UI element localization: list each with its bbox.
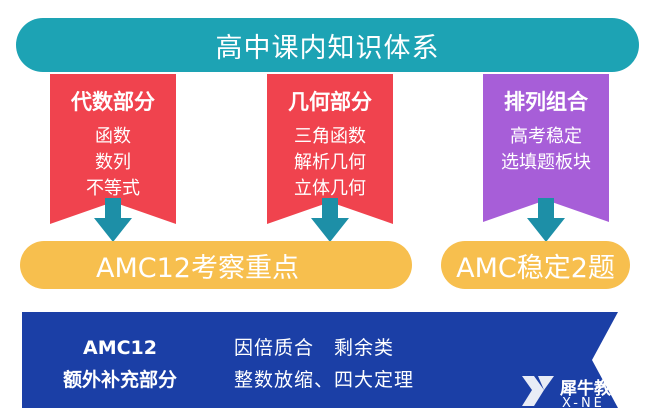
bottom-banner-shape — [22, 312, 618, 408]
ribbon-algebra-item-2: 数列 — [95, 152, 131, 173]
ribbon-algebra-title: 代数部分 — [71, 90, 155, 114]
ribbon-combinatorics-title: 排列组合 — [504, 90, 588, 114]
ribbon-geometry: 几何部分 三角函数 解析几何 立体几何 — [267, 74, 393, 224]
bottom-left-line-1: AMC12 — [83, 337, 157, 359]
ribbon-algebra-item-1: 函数 — [95, 126, 131, 147]
ribbon-geometry-item-2: 解析几何 — [294, 152, 366, 173]
bottom-left-block: AMC12 额外补充部分 — [50, 332, 190, 396]
amc-stable-label: AMC稳定2题 — [456, 252, 615, 284]
bottom-right-line-2: 整数放缩、四大定理 — [234, 369, 415, 391]
amc-stable-bar: AMC稳定2题 — [441, 241, 630, 289]
rhino-logo-icon — [522, 376, 554, 406]
logo-brand: 犀牛教 — [560, 379, 611, 399]
amc12-focus-bar: AMC12考察重点 — [20, 241, 412, 289]
title-text: 高中课内知识体系 — [215, 32, 440, 64]
bottom-right-block: 因倍质合 剩余类 整数放缩、四大定理 — [234, 332, 414, 396]
down-arrow-icon — [527, 198, 565, 242]
amc12-focus-label: AMC12考察重点 — [96, 252, 299, 284]
bottom-banner: AMC12 额外补充部分 因倍质合 剩余类 整数放缩、四大定理 — [22, 312, 622, 408]
logo-sub: X-NE — [562, 396, 605, 411]
ribbon-algebra: 代数部分 函数 数列 不等式 — [50, 74, 176, 224]
ribbon-combinatorics-item-1: 高考稳定 — [510, 126, 582, 147]
down-arrow-icon — [94, 198, 132, 242]
ribbon-geometry-item-1: 三角函数 — [294, 126, 366, 147]
bottom-left-line-2: 额外补充部分 — [62, 369, 177, 391]
bottom-right-line-1: 因倍质合 剩余类 — [234, 337, 395, 359]
title-banner: 高中课内知识体系 — [16, 18, 639, 72]
ribbon-geometry-title: 几何部分 — [288, 90, 372, 114]
down-arrow-icon — [311, 198, 349, 242]
ribbon-combinatorics-shape — [483, 74, 609, 222]
ribbon-geometry-shape — [267, 74, 393, 224]
ribbon-combinatorics-item-2: 选填题板块 — [501, 152, 591, 173]
ribbon-combinatorics: 排列组合 高考稳定 选填题板块 — [483, 74, 609, 222]
watermark-logo: 犀牛教 X-NE — [520, 370, 647, 419]
ribbon-geometry-item-3: 立体几何 — [294, 178, 366, 199]
ribbon-algebra-shape — [50, 74, 176, 224]
ribbon-algebra-item-3: 不等式 — [86, 178, 140, 199]
